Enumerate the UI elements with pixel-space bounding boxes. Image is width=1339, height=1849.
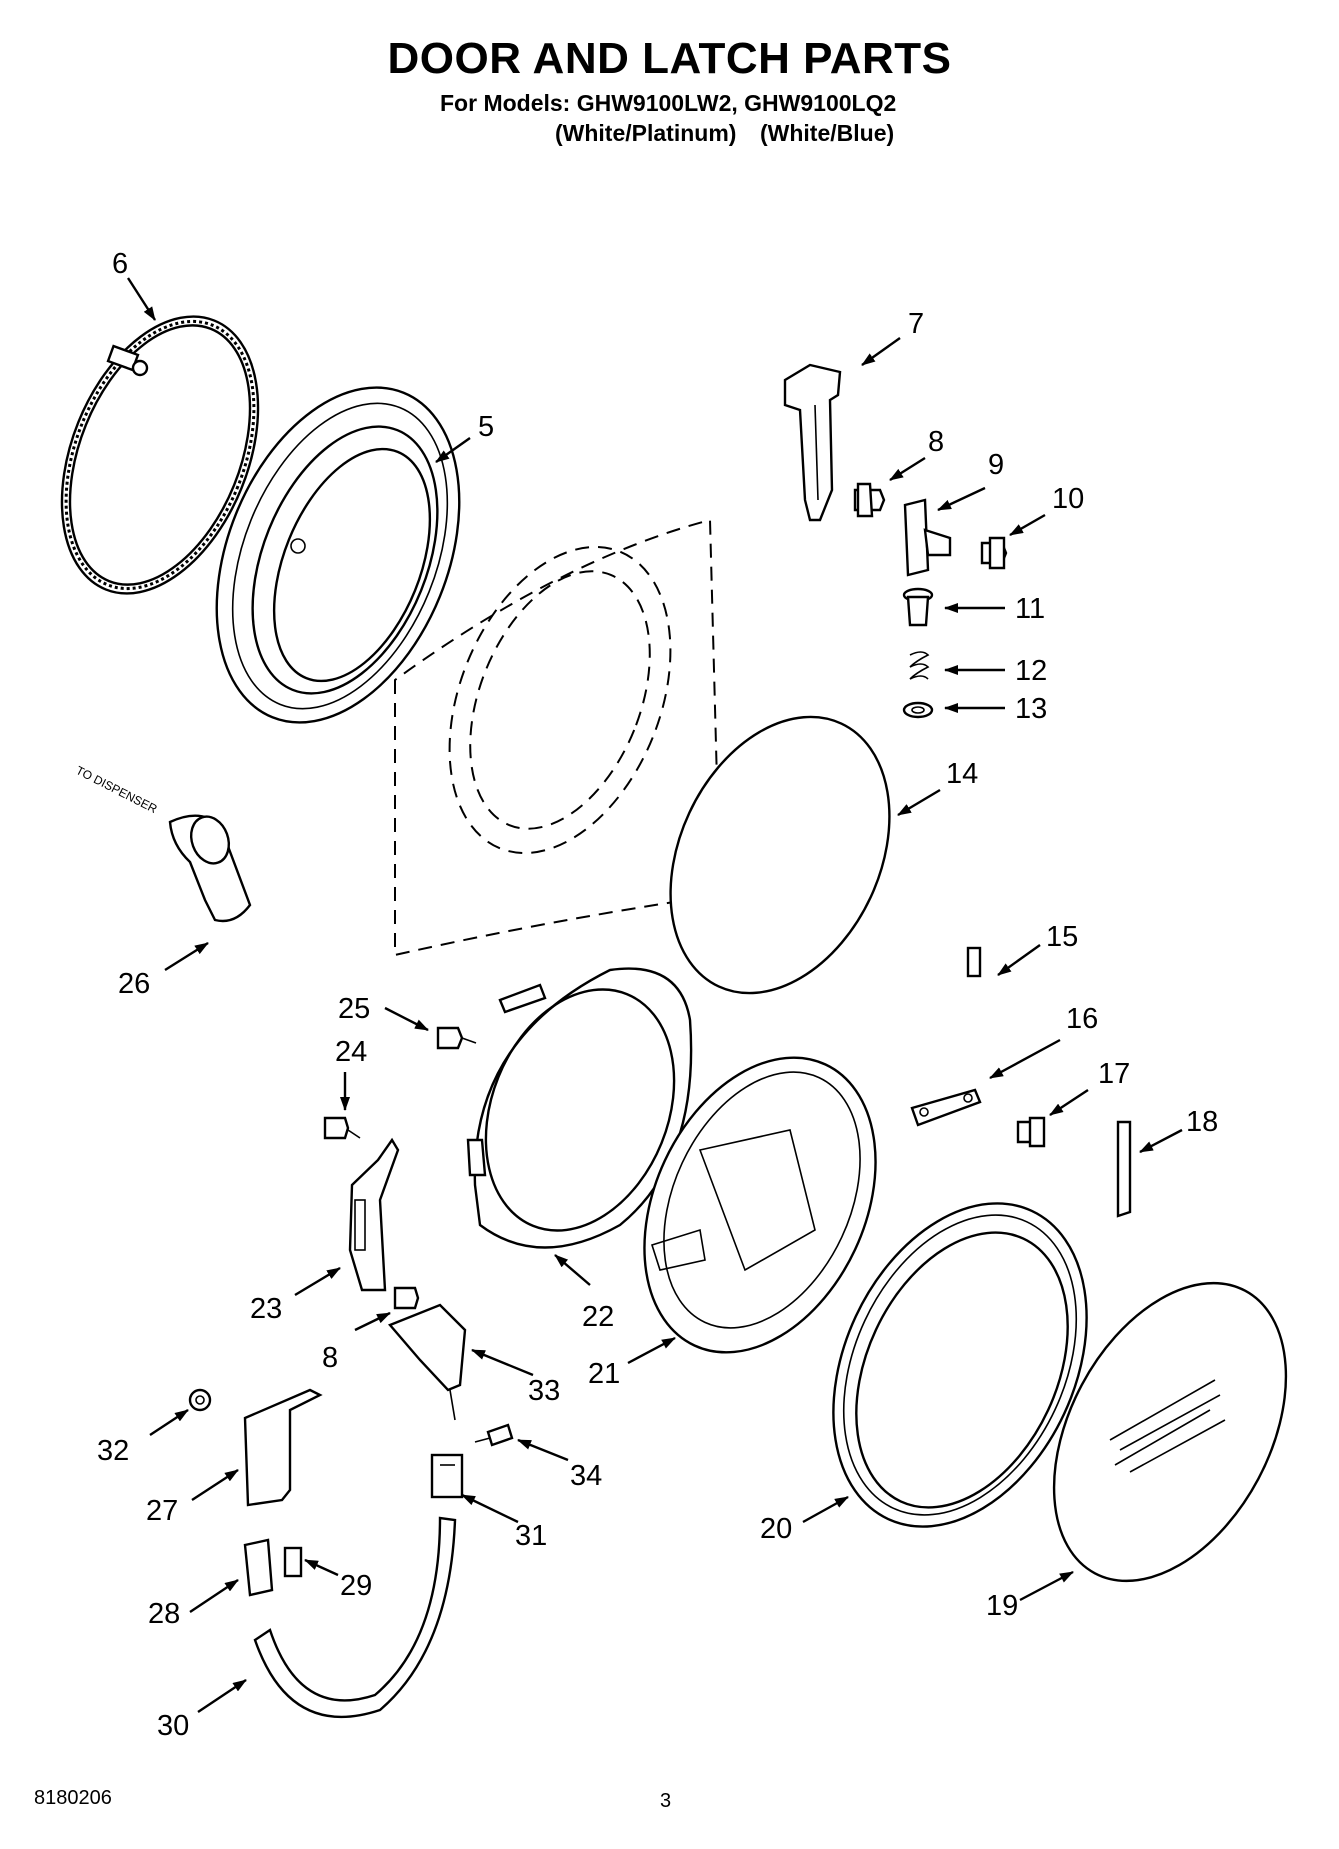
part-25-screw (436, 1026, 477, 1050)
model-color-white-blue: (White/Blue) (760, 120, 895, 146)
callout-7: 7 (908, 308, 924, 340)
callout-10: 10 (1052, 483, 1084, 515)
part-15-clip (966, 946, 982, 978)
part-26-dispenser-hose (168, 814, 252, 923)
to-dispenser-note: TO DISPENSER (74, 763, 160, 816)
callout-23: 23 (250, 1293, 282, 1325)
page-number: 3 (660, 1790, 672, 1812)
callout-5: 5 (478, 411, 494, 443)
callout-22: 22 (582, 1301, 614, 1333)
part-28-clip (243, 1538, 274, 1597)
callout-30: 30 (157, 1710, 189, 1742)
part-17-screw (1016, 1116, 1046, 1148)
part-32-nut (188, 1388, 212, 1412)
part-14-door-gasket (669, 715, 891, 995)
part-33-handle-cover (387, 1303, 467, 1421)
document-number: 8180206 (34, 1787, 112, 1809)
callout-33: 33 (528, 1375, 560, 1407)
callout-14: 14 (946, 758, 978, 790)
model-color-white-platinum: (White/Platinum) (555, 120, 737, 146)
part-9-strike (903, 498, 952, 577)
page-title: DOOR AND LATCH PARTS (387, 34, 952, 83)
part-18-label-strip (1116, 1120, 1132, 1218)
part-5-outer-ring (215, 386, 461, 724)
part-27-handle (243, 1388, 323, 1507)
callout-34: 34 (570, 1460, 602, 1492)
callout-8-lower: 8 (322, 1342, 338, 1374)
callout-19: 19 (986, 1590, 1018, 1622)
callout-29: 29 (340, 1570, 372, 1602)
part-22-inner-door-frame (466, 967, 693, 1249)
callout-20: 20 (760, 1513, 792, 1545)
callout-24: 24 (335, 1036, 367, 1068)
part-7-latch-bracket (783, 363, 842, 522)
part-16-hinge-plate (910, 1088, 982, 1127)
callout-21: 21 (588, 1358, 620, 1390)
part-29-pad (283, 1546, 303, 1578)
callout-15: 15 (1046, 921, 1078, 953)
callout-31: 31 (515, 1520, 547, 1552)
part-20-outer-door-ring (832, 1202, 1088, 1528)
callout-9: 9 (988, 449, 1004, 481)
callout-18: 18 (1186, 1106, 1218, 1138)
callout-11: 11 (1015, 593, 1045, 625)
callout-32: 32 (97, 1435, 129, 1467)
callout-13: 13 (1015, 693, 1047, 725)
part-30-trim-strip (253, 1516, 457, 1719)
part-23-hinge (348, 1137, 400, 1292)
callout-16: 16 (1066, 1003, 1098, 1035)
part-31-latch-block (430, 1453, 464, 1499)
callout-12: 12 (1015, 655, 1047, 687)
callout-17: 17 (1098, 1058, 1130, 1090)
callout-25: 25 (338, 993, 370, 1025)
models-line: For Models: GHW9100LW2, GHW9100LQ2 (440, 90, 897, 116)
part-12-spring (909, 651, 930, 680)
part-24-screw (323, 1116, 361, 1140)
part-8-screw-upper (853, 482, 886, 518)
callout-6: 6 (112, 248, 128, 280)
part-10-screw (980, 536, 1008, 570)
callout-28: 28 (148, 1598, 180, 1630)
part-6-clamp-ring (60, 315, 260, 595)
leader-arrows (126, 277, 1183, 1713)
part-13-washer (902, 701, 934, 719)
part-11-plunger (902, 587, 934, 627)
part-21-inner-glass (643, 1056, 877, 1354)
callout-8-upper: 8 (928, 426, 944, 458)
part-8-screw-lower (393, 1286, 420, 1310)
callout-27: 27 (146, 1495, 178, 1527)
part-34-screw (474, 1423, 514, 1447)
part-19-door-glass (1052, 1281, 1288, 1583)
callout-26: 26 (118, 968, 150, 1000)
callout-numbers: 6 5 7 8 9 10 11 12 13 14 26 15 25 24 16 … (74, 248, 1219, 1742)
